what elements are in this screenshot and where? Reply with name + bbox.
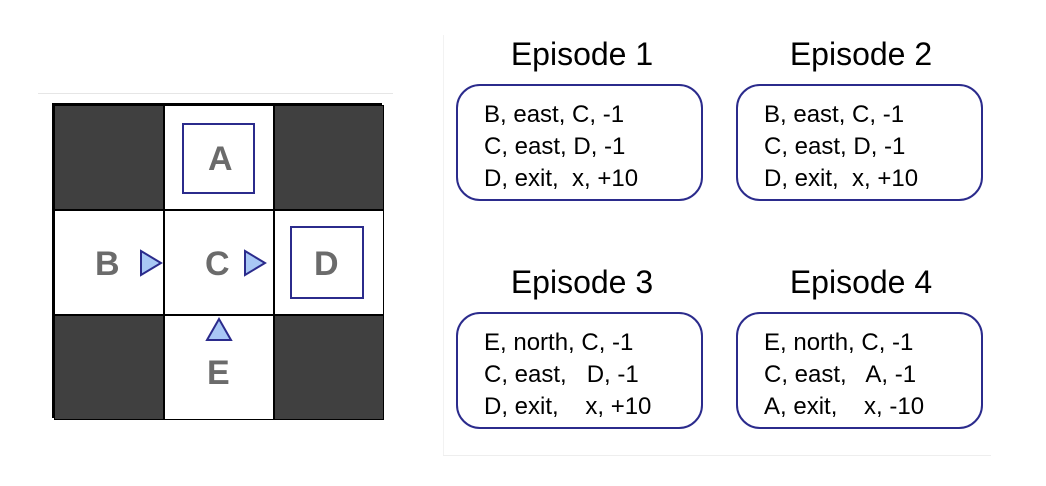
cell-e: E (164, 315, 274, 420)
cell-a: A (164, 105, 274, 210)
episode-1-title: Episode 1 (510, 36, 654, 72)
wall-cell (54, 105, 164, 210)
episode-2-step-3: D, exit, x, +10 (764, 165, 919, 192)
cell-label-e: E (207, 354, 230, 392)
episode-3-step-3: D, exit, x, +10 (484, 393, 652, 420)
north-arrow-icon (205, 316, 233, 341)
episode-3-title: Episode 3 (510, 264, 654, 300)
cell-label-c: C (205, 245, 230, 283)
panel-divider-line (443, 35, 444, 455)
episode-3-step-1: E, north, C, -1 (484, 329, 634, 356)
episode-2-step-1: B, east, C, -1 (764, 101, 905, 128)
episode-2-box: B, east, C, -1 C, east, D, -1 D, exit, x… (736, 84, 983, 201)
wall-cell (54, 315, 164, 420)
east-arrow-icon (244, 249, 267, 277)
episode-4-title: Episode 4 (789, 264, 933, 300)
cell-label-b: B (95, 245, 120, 283)
episode-4-step-3: A, exit, x, -10 (764, 393, 925, 420)
episode-3-box: E, north, C, -1 C, east, D, -1 D, exit, … (456, 312, 703, 429)
bottom-divider-line (443, 455, 991, 456)
episode-3-step-2: C, east, D, -1 (484, 361, 639, 388)
cell-c: C (164, 210, 274, 315)
episode-4-step-1: E, north, C, -1 (764, 329, 914, 356)
episode-2-step-2: C, east, D, -1 (764, 133, 906, 160)
cell-d: D (274, 210, 384, 315)
wall-cell (274, 105, 384, 210)
cell-b: B (54, 210, 164, 315)
top-divider-line (38, 93, 393, 94)
cell-label-a: A (208, 140, 233, 178)
gridworld: A B C D E (52, 103, 384, 420)
episode-1-step-1: B, east, C, -1 (484, 101, 625, 128)
episode-1-box: B, east, C, -1 C, east, D, -1 D, exit, x… (456, 84, 703, 201)
episode-2-title: Episode 2 (789, 36, 933, 72)
episode-1-step-3: D, exit, x, +10 (484, 165, 639, 192)
terminal-box-a (182, 123, 255, 194)
episode-4-box: E, north, C, -1 C, east, A, -1 A, exit, … (736, 312, 983, 429)
wall-cell (274, 315, 384, 420)
cell-label-d: D (314, 245, 339, 283)
east-arrow-icon (140, 249, 163, 277)
episode-4-step-2: C, east, A, -1 (764, 361, 917, 388)
episode-1-step-2: C, east, D, -1 (484, 133, 626, 160)
terminal-box-d (290, 226, 364, 299)
